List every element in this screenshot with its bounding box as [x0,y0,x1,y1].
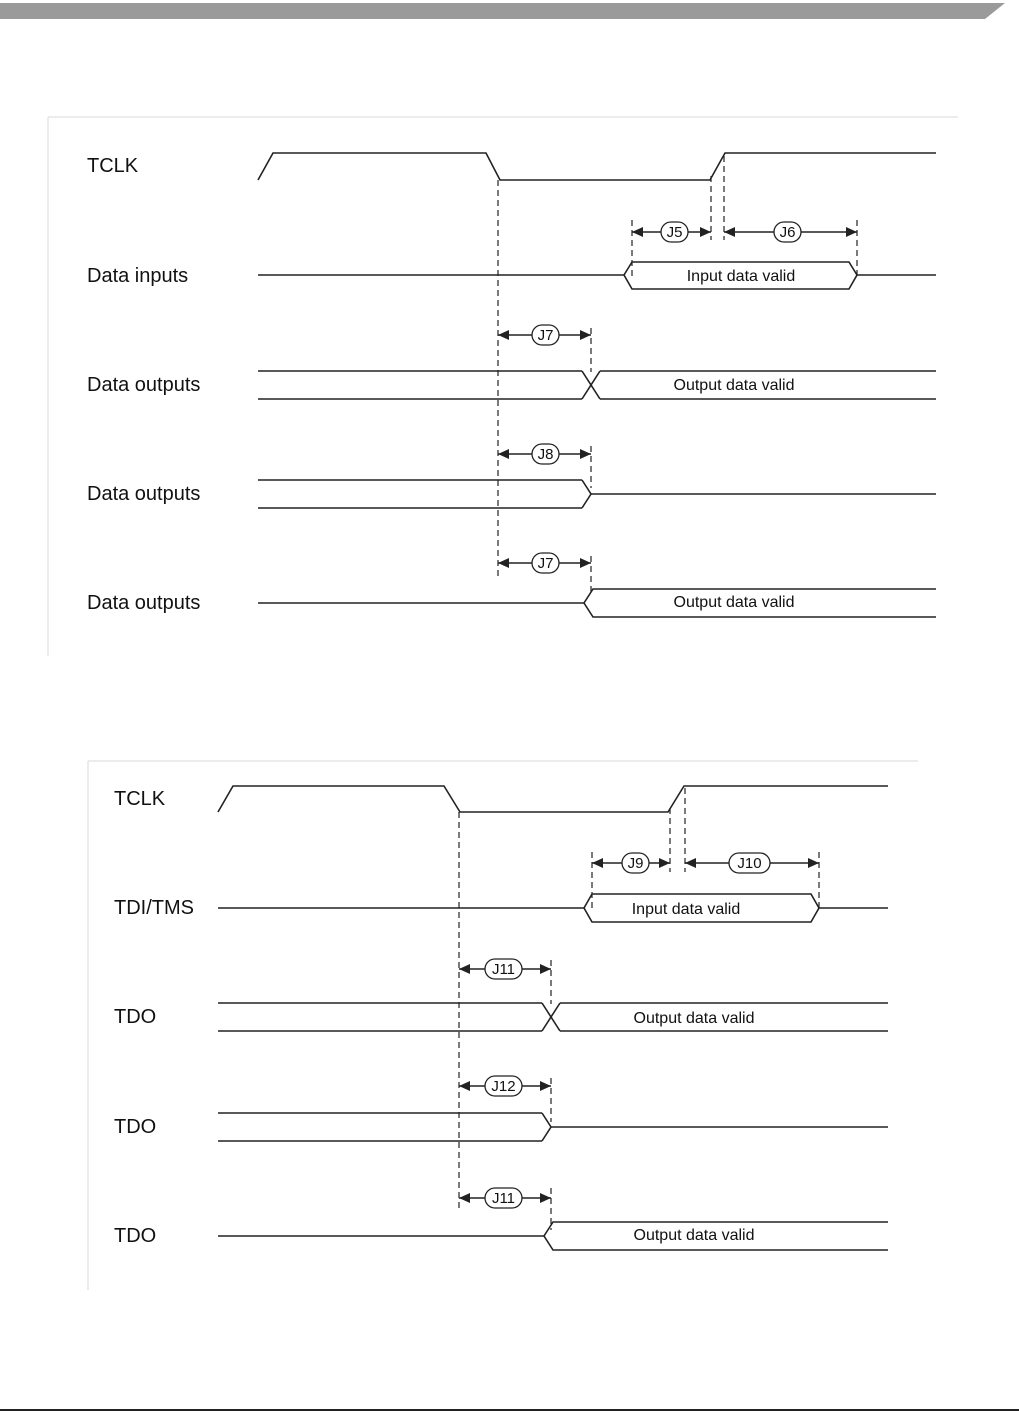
svg-text:J12: J12 [491,1078,515,1095]
param-j8: J8 [498,444,591,464]
data-inputs-waveform: Input data valid [258,262,936,289]
svg-text:J9: J9 [628,855,644,872]
svg-text:J7: J7 [538,555,554,572]
param-j10: J10 [685,853,819,873]
signal-label-data-inputs: Data inputs [87,265,188,287]
tclk-waveform [218,786,888,812]
signal-label-tdi-tms: TDI/TMS [114,897,194,919]
param-j11-second: J11 [459,1188,551,1208]
param-j11: J11 [459,959,551,979]
svg-text:J11: J11 [492,1190,515,1207]
signal-label-data-outputs-1: Data outputs [87,374,200,396]
timing-diagram-2: TCLK TDI/TMS TDO TDO TDO Input data vali… [88,760,918,1290]
svg-text:J11: J11 [492,961,515,978]
tclk-waveform [258,153,936,180]
tdo-2-waveform [218,1113,888,1141]
param-j7-second: J7 [498,553,591,573]
data-outputs-1-waveform: Output data valid [258,371,936,399]
page-footer-rule [0,1409,1019,1411]
param-j5: J5 [632,222,711,242]
data-outputs-2-waveform [258,480,936,508]
output-data-valid-text: Output data valid [634,1010,755,1027]
input-data-valid-text: Input data valid [632,901,741,918]
svg-text:J7: J7 [538,327,554,344]
signal-label-data-outputs-3: Data outputs [87,592,200,614]
param-j9: J9 [592,853,670,873]
timing-diagram-1: TCLK Data inputs Data outputs Data outpu… [48,116,958,656]
output-data-valid-text: Output data valid [674,594,795,611]
param-j12: J12 [459,1076,551,1096]
tdo-1-waveform: Output data valid [218,1003,888,1031]
tdi-tms-waveform: Input data valid [218,894,888,922]
signal-label-data-outputs-2: Data outputs [87,483,200,505]
svg-text:J6: J6 [780,224,796,241]
param-j7: J7 [498,325,591,345]
svg-text:J10: J10 [737,855,761,872]
svg-text:J8: J8 [538,446,554,463]
signal-label-tdo-3: TDO [114,1225,156,1247]
svg-text:J5: J5 [667,224,683,241]
output-data-valid-text: Output data valid [634,1227,755,1244]
signal-label-tclk: TCLK [114,788,166,810]
page-header-banner [0,0,1019,22]
param-j6: J6 [724,222,857,242]
input-data-valid-text: Input data valid [687,268,796,285]
tdo-3-waveform: Output data valid [218,1222,888,1250]
data-outputs-3-waveform: Output data valid [258,589,936,617]
output-data-valid-text: Output data valid [674,377,795,394]
signal-label-tdo-2: TDO [114,1116,156,1138]
signal-label-tdo-1: TDO [114,1006,156,1028]
signal-label-tclk: TCLK [87,155,139,177]
